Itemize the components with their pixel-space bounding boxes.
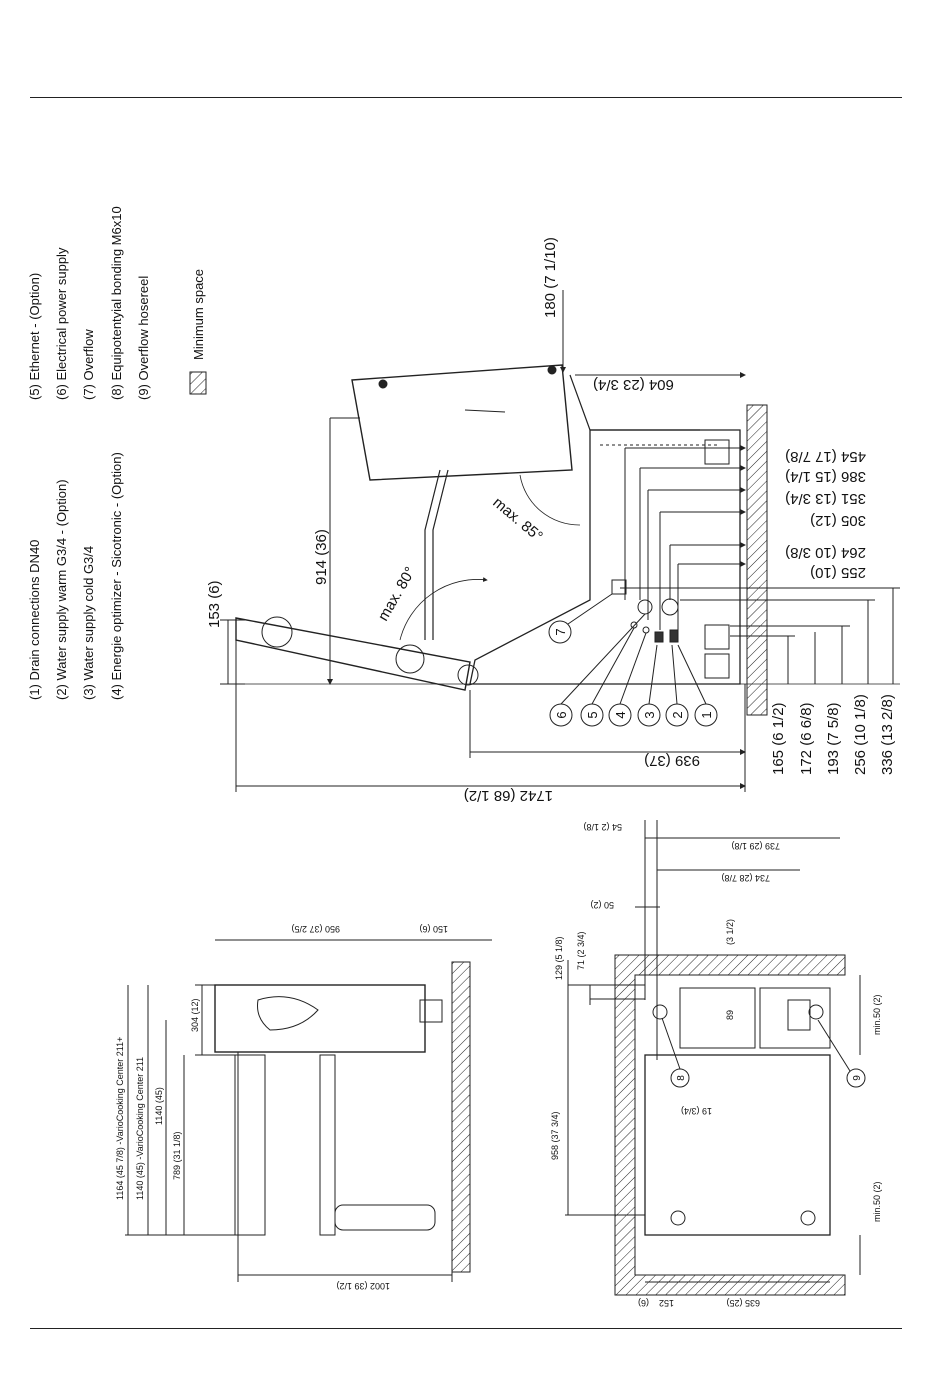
dim-351: 351 (13 3/4) bbox=[785, 490, 866, 507]
top-view-min-space bbox=[614, 954, 846, 1296]
dim-54: 54 (2 1/8) bbox=[583, 822, 622, 832]
dim-255: 255 (10) bbox=[810, 564, 866, 581]
dim-939: 939 (37) bbox=[644, 752, 700, 769]
dim-1002: 1002 (39 1/2) bbox=[336, 1281, 390, 1291]
dim-6: (6) bbox=[638, 1298, 649, 1308]
callout-7: 7 bbox=[553, 628, 568, 635]
dim-386: 386 (15 1/4) bbox=[785, 468, 866, 485]
dim-1742: 1742 (68 1/2) bbox=[464, 787, 553, 804]
callout-4: 4 bbox=[613, 711, 628, 718]
top-view bbox=[565, 820, 861, 1296]
bottom-rule bbox=[30, 1328, 902, 1329]
dim-789: 789 (31 1/8) bbox=[172, 1131, 182, 1180]
angle-85: max. 85° bbox=[489, 494, 545, 545]
dim-89: 89 bbox=[725, 1010, 735, 1020]
dim-739: 739 (29 1/8) bbox=[731, 841, 780, 851]
front-view bbox=[125, 939, 492, 1282]
height-165: 165 (6 1/2) bbox=[770, 702, 787, 775]
dim-264: 264 (10 3/8) bbox=[785, 544, 866, 561]
side-view bbox=[220, 290, 900, 792]
dim-1164: 1164 (45 7/8) -VarioCooking Center 211+ bbox=[115, 1037, 125, 1200]
height-336: 336 (13 2/8) bbox=[879, 694, 896, 775]
callout-1: 1 bbox=[699, 711, 714, 718]
top-view-callout-numbers: 8 9 bbox=[676, 1075, 863, 1081]
dim-454: 454 (17 7/8) bbox=[785, 448, 866, 465]
dim-305: 305 (12) bbox=[810, 512, 866, 529]
dim-3-12: (3 1/2) bbox=[725, 919, 735, 945]
callout-6: 6 bbox=[554, 711, 569, 718]
top-view-callouts bbox=[661, 1017, 866, 1088]
dim-604: 604 (23 3/4) bbox=[593, 376, 674, 393]
min-50-a: min.50 (2) bbox=[872, 994, 882, 1035]
dim-180: 180 (7 1/10) bbox=[542, 237, 559, 318]
callout-3: 3 bbox=[642, 711, 657, 718]
dim-914: 914 (36) bbox=[313, 529, 330, 585]
angle-80: max. 80° bbox=[375, 564, 419, 624]
dim-958: 958 (37 3/4) bbox=[550, 1111, 560, 1160]
side-view-pan bbox=[235, 617, 471, 691]
dim-50: 50 (2) bbox=[590, 900, 614, 910]
side-view-callouts bbox=[548, 593, 718, 727]
callout-5: 5 bbox=[585, 711, 600, 718]
dim-19: 19 (3/4) bbox=[681, 1106, 712, 1116]
dim-150: 150 (6) bbox=[419, 924, 448, 934]
callout-2: 2 bbox=[670, 711, 685, 718]
height-193: 193 (7 5/8) bbox=[825, 702, 842, 775]
callout-9: 9 bbox=[852, 1075, 863, 1081]
minimum-space-swatch bbox=[189, 371, 207, 395]
dim-635: 635 (25) bbox=[726, 1298, 760, 1308]
front-view-dimensions: 1164 (45 7/8) -VarioCooking Center 211+ … bbox=[115, 924, 448, 1291]
dim-71: 71 (2 3/4) bbox=[576, 931, 586, 970]
dim-152: 152 bbox=[659, 1298, 674, 1308]
min-50-b: min.50 (2) bbox=[872, 1181, 882, 1222]
dim-734: 734 (28 7/8) bbox=[721, 873, 770, 883]
side-view-dimensions: 153 (6) 914 (36) 180 (7 1/10) 604 (23 3/… bbox=[206, 237, 896, 804]
dim-153: 153 (6) bbox=[206, 580, 223, 628]
dim-1140-model: 1140 (45) -VarioCooking Center 211 bbox=[135, 1057, 145, 1200]
dim-304: 304 (12) bbox=[190, 998, 200, 1032]
dim-129: 129 (5 1/8) bbox=[554, 936, 564, 980]
callout-8: 8 bbox=[676, 1075, 687, 1081]
height-256: 256 (10 1/8) bbox=[852, 694, 869, 775]
top-rule bbox=[30, 97, 902, 98]
side-view-callout-numbers: 1 2 3 4 5 6 7 bbox=[553, 628, 714, 718]
side-view-wall bbox=[746, 404, 768, 716]
dim-950: 950 (37 2/5) bbox=[291, 924, 340, 934]
dim-1140: 1140 (45) bbox=[154, 1087, 164, 1125]
side-view-lid bbox=[351, 364, 573, 481]
top-view-dimensions: 54 (2 1/8) 739 (29 1/8) 734 (28 7/8) 50 … bbox=[550, 822, 882, 1308]
front-view-wall bbox=[451, 961, 471, 1273]
height-172: 172 (6 6/8) bbox=[798, 702, 815, 775]
